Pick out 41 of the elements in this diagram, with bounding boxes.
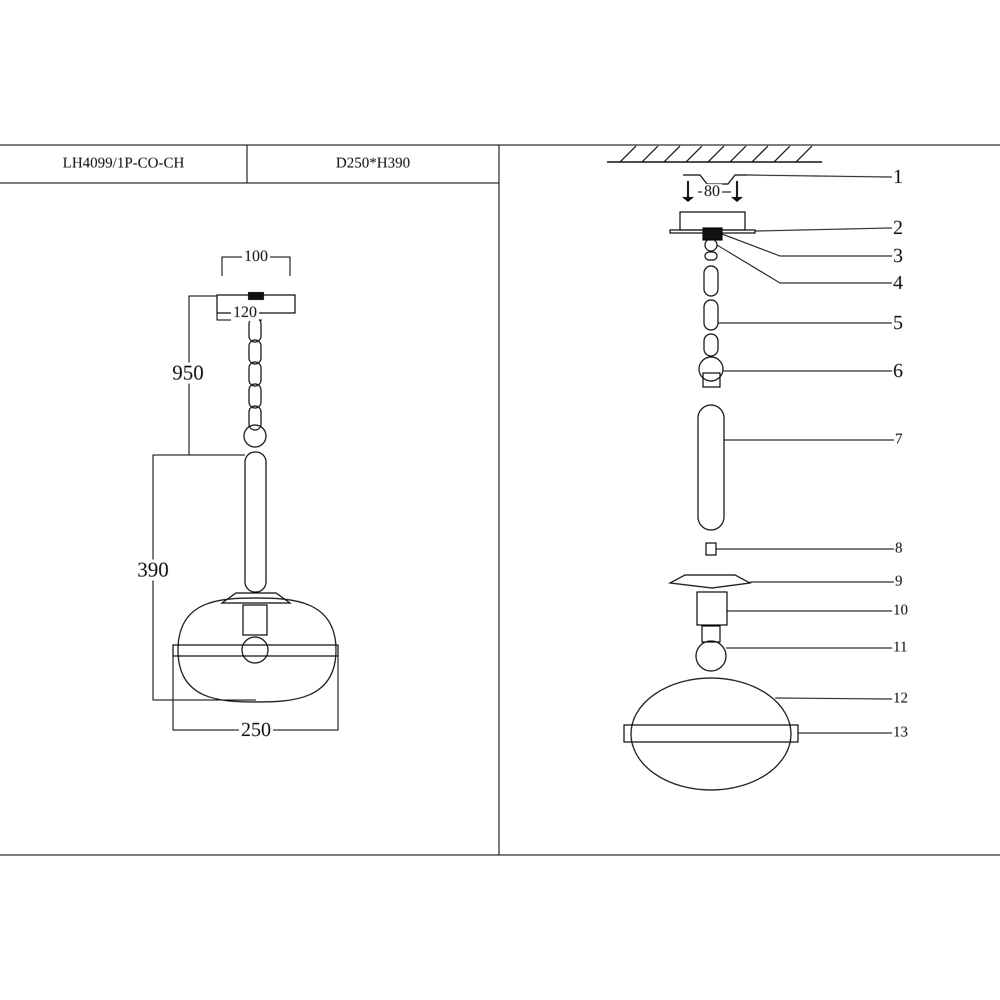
callout-number: 9 (895, 574, 902, 590)
mounting-bracket (683, 174, 747, 185)
callout-number: 1 (893, 167, 903, 187)
callout-number: 8 (895, 542, 902, 556)
callout-number: 4 (893, 273, 903, 293)
callout-number: 12 (893, 692, 908, 706)
callout-number: 11 (893, 640, 908, 656)
spacer (705, 542, 717, 556)
shade-band (623, 724, 799, 743)
callout-number: 5 (893, 313, 903, 333)
nut (702, 227, 723, 241)
size-spec: D250*H390 (336, 156, 410, 172)
glass-shade (630, 677, 792, 791)
lamp-socket (696, 591, 728, 626)
leader-line (718, 322, 892, 324)
callout-number: 2 (893, 218, 903, 238)
callout-number: 6 (893, 361, 903, 381)
rod (697, 404, 725, 531)
ring (698, 356, 724, 388)
light-bulb (695, 625, 727, 672)
leader-line (722, 370, 892, 372)
leader-line (774, 698, 892, 700)
canopy (669, 211, 756, 234)
callout-number: 7 (895, 432, 902, 448)
callout-number: 10 (893, 604, 908, 618)
model-code: LH4099/1P-CO-CH (62, 156, 184, 172)
callout-number: 3 (893, 246, 903, 266)
leader-line (726, 610, 892, 612)
dimension-value: 950 (170, 362, 206, 384)
leader-line (746, 174, 892, 178)
callout-number: 13 (893, 726, 908, 740)
leader-line (722, 234, 892, 256)
dimension-value: 120 (231, 305, 259, 321)
leader-line (754, 228, 892, 232)
leader-line (798, 732, 892, 734)
hook (704, 238, 718, 252)
cap (668, 574, 752, 589)
dimension-value: 390 (135, 560, 171, 580)
leader-line (716, 244, 892, 284)
leader-line (716, 548, 894, 550)
chain (703, 251, 719, 357)
